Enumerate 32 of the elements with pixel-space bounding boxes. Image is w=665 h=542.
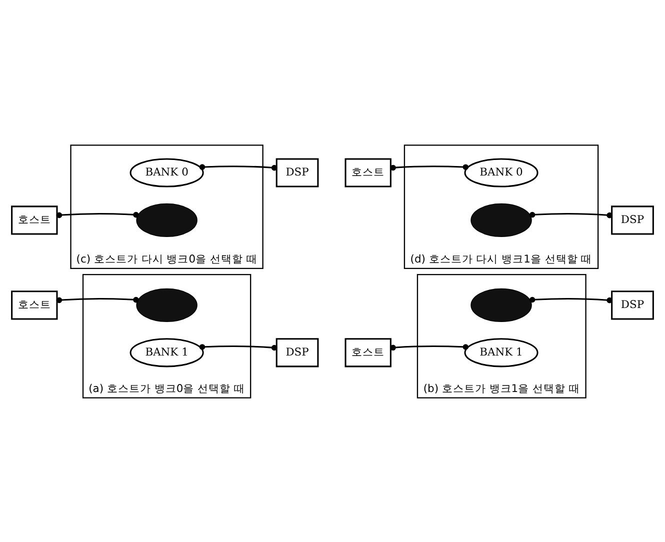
- node-label: (a) 호스트가 뱅크0을 선택할 때: [88, 381, 245, 394]
- node-ellipse: [136, 288, 198, 322]
- node-box: DSP: [276, 338, 319, 367]
- connector: [390, 164, 469, 170]
- node-label: (c) 호스트가 다시 뱅크0을 선택할 때: [76, 252, 258, 265]
- node-ellipse: BANK 0: [130, 158, 204, 187]
- node-ellipse: [470, 288, 532, 322]
- node-box: 호스트: [11, 205, 58, 234]
- node-ellipse: [470, 202, 532, 237]
- cluster: [416, 273, 586, 398]
- node-label: (d) 호스트가 다시 뱅크1을 선택할 때: [410, 252, 592, 265]
- node-box: 호스트: [344, 338, 392, 367]
- connector: [56, 296, 139, 303]
- connector: [390, 344, 469, 350]
- cluster: [82, 273, 252, 398]
- node-label: (b) 호스트가 뱅크1을 선택할 때: [423, 381, 580, 394]
- node-box: DSP: [611, 290, 654, 320]
- node-box: DSP: [611, 205, 654, 234]
- connector: [529, 296, 612, 303]
- node-ellipse: BANK 1: [130, 338, 204, 367]
- node-ellipse: BANK 1: [464, 338, 538, 367]
- node-ellipse: BANK 0: [464, 158, 538, 187]
- node-box: DSP: [276, 158, 319, 187]
- connector: [199, 344, 278, 350]
- connector: [56, 211, 139, 218]
- cluster: [70, 144, 264, 269]
- cluster: [404, 144, 599, 269]
- node-box: 호스트: [344, 158, 392, 187]
- node-box: 호스트: [11, 290, 58, 320]
- node-ellipse: [136, 202, 198, 237]
- connector: [199, 164, 278, 170]
- connector: [529, 211, 612, 218]
